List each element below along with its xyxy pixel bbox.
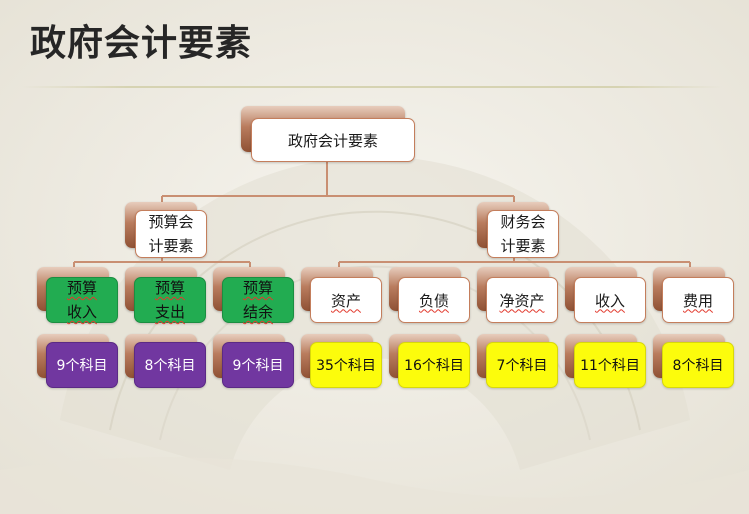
assets-label: 资产 [330,291,361,310]
liabilities-count: 16个科目 [404,358,464,374]
budget-accounting-label: 预算会 计要素 [148,213,194,255]
budget-expenditure-count: 8个科目 [144,358,196,374]
revenue-count: 11个科目 [580,358,640,374]
budget-revenue-label: 预算 收入 [66,279,97,321]
expenses-label: 费用 [682,291,713,310]
revenue-label: 收入 [594,291,625,310]
title-divider [22,86,722,88]
budget-expenditure-label: 预算 支出 [154,279,185,321]
budget-surplus-label: 预算 结余 [242,279,273,321]
assets-count: 35个科目 [316,358,376,374]
page-title: 政府会计要素 [30,23,253,64]
net-assets-label: 净资产 [499,291,545,310]
root-node-label: 政府会计要素 [287,131,378,150]
financial-accounting-label: 财务会 计要素 [500,213,546,255]
liabilities-label: 负债 [418,291,449,310]
budget-surplus-count: 9个科目 [232,358,284,374]
budget-revenue-count: 9个科目 [56,358,108,374]
expenses-count: 8个科目 [672,358,724,374]
net-assets-count: 7个科目 [496,358,548,374]
